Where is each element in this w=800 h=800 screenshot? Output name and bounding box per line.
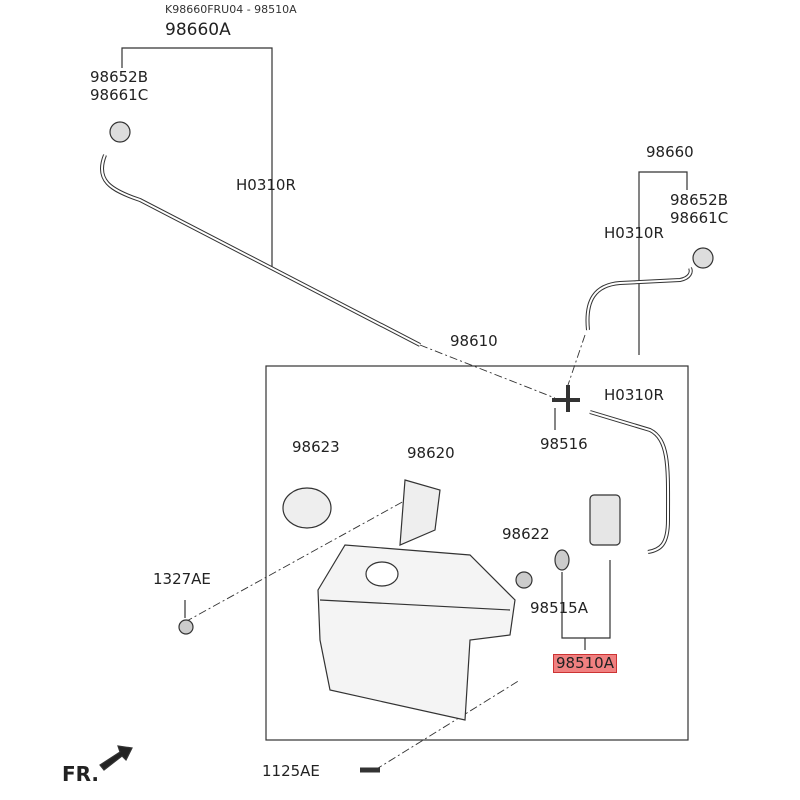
part-98510A-highlighted[interactable]: 98510A: [553, 654, 617, 673]
part-98661C[interactable]: 98661C: [670, 209, 729, 227]
part-98620[interactable]: 98620: [407, 444, 455, 462]
part-98660[interactable]: 98660: [646, 143, 694, 161]
cap-left: [109, 121, 131, 143]
cap-right: [692, 247, 714, 269]
part-H0310R[interactable]: H0310R: [604, 224, 664, 242]
filter-98515A: [554, 549, 570, 571]
part-1125AE[interactable]: 1125AE: [262, 762, 320, 780]
part-98610[interactable]: 98610: [450, 332, 498, 350]
bracket-98660: [638, 171, 688, 355]
part-H0310R[interactable]: H0310R: [604, 386, 664, 404]
filler-neck: [365, 561, 399, 587]
part-98652B[interactable]: 98652B: [90, 68, 149, 86]
assembly-box: [265, 365, 689, 741]
front-arrow-icon: [99, 745, 133, 771]
part-1327AE[interactable]: 1327AE: [153, 570, 211, 588]
pump-98510A: [589, 494, 621, 546]
part-H0310R[interactable]: H0310R: [236, 176, 296, 194]
part-98622[interactable]: 98622: [502, 525, 550, 543]
part-98516[interactable]: 98516: [540, 435, 588, 453]
washer-tank: [317, 544, 516, 721]
bracket-98620: [399, 479, 441, 546]
part-98623[interactable]: 98623: [292, 438, 340, 456]
diagram-code: K98660FRU04 - 98510A: [165, 3, 297, 16]
part-98515A[interactable]: 98515A: [530, 599, 588, 617]
part-98652B[interactable]: 98652B: [670, 191, 729, 209]
nut-1327AE: [178, 619, 194, 635]
front-label: FR.: [62, 762, 100, 786]
grommet-98622: [515, 571, 533, 589]
cap-98623: [282, 487, 332, 529]
bracket-98660A: [121, 47, 273, 270]
part-98661C[interactable]: 98661C: [90, 86, 149, 104]
part-98660A[interactable]: 98660A: [165, 20, 231, 40]
t-connector-98516: [552, 385, 580, 412]
